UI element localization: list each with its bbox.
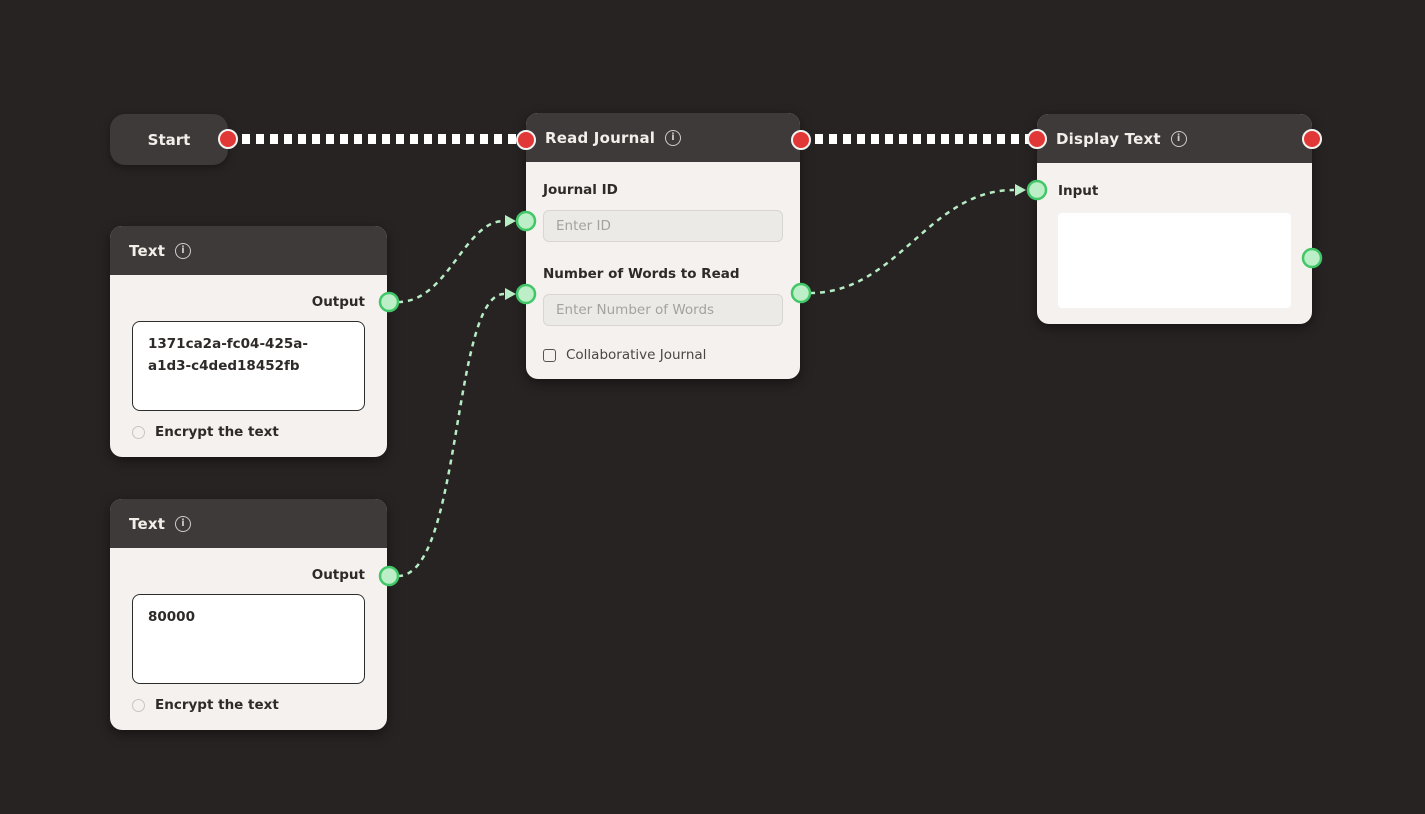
text-node-header[interactable]: Text i: [110, 499, 387, 548]
journal-id-label: Journal ID: [543, 182, 618, 198]
encrypt-label: Encrypt the text: [155, 424, 279, 440]
journal-id-input[interactable]: [543, 210, 783, 242]
encrypt-checkbox[interactable]: [132, 698, 145, 712]
info-icon[interactable]: i: [665, 129, 682, 146]
node-read-journal[interactable]: Read Journal i Journal ID Number of Word…: [526, 113, 800, 379]
info-icon[interactable]: i: [175, 515, 192, 532]
collaborative-journal-label: Collaborative Journal: [566, 347, 707, 363]
display-output-area: [1058, 213, 1291, 308]
collaborative-journal-row[interactable]: Collaborative Journal: [543, 347, 783, 363]
node-start[interactable]: Start: [110, 114, 228, 165]
text1-value-textarea[interactable]: 1371ca2a-fc04-425a-a1d3-c4ded18452fb: [132, 321, 365, 411]
arrowhead-icon: [1015, 184, 1026, 196]
read-journal-header[interactable]: Read Journal i: [526, 113, 800, 162]
node-display-text[interactable]: Display Text i Input: [1037, 114, 1312, 324]
encrypt-label: Encrypt the text: [155, 697, 279, 713]
start-node-label: Start: [147, 130, 191, 149]
display-input-label: Input: [1058, 183, 1099, 199]
encrypt-row[interactable]: Encrypt the text: [132, 424, 365, 440]
display-text-header[interactable]: Display Text i: [1037, 114, 1312, 163]
output-label: Output: [311, 294, 365, 310]
arrowhead-icon: [505, 288, 516, 300]
text-node-title: Text: [129, 241, 166, 260]
encrypt-row[interactable]: Encrypt the text: [132, 697, 365, 713]
encrypt-checkbox[interactable]: [132, 425, 145, 439]
edge-read-journal-to-display-input[interactable]: [809, 188, 1015, 295]
info-icon[interactable]: i: [175, 242, 192, 259]
display-text-title: Display Text: [1056, 129, 1161, 148]
arrowhead-icon: [505, 215, 516, 227]
text-node-title: Text: [129, 514, 166, 533]
node-text-2[interactable]: Text i Output 80000 Encrypt the text: [110, 499, 387, 730]
collaborative-journal-checkbox[interactable]: [543, 348, 556, 362]
edge-text2-to-num-words[interactable]: [397, 292, 505, 578]
text2-value-textarea[interactable]: 80000: [132, 594, 365, 684]
text1-body: Output 1371ca2a-fc04-425a-a1d3-c4ded1845…: [110, 275, 387, 457]
read-journal-title: Read Journal: [545, 128, 656, 147]
output-label: Output: [311, 567, 365, 583]
info-icon[interactable]: i: [1170, 130, 1187, 147]
num-words-label: Number of Words to Read: [543, 266, 740, 282]
text-node-header[interactable]: Text i: [110, 226, 387, 275]
read-journal-body: Journal ID Number of Words to Read Colla…: [526, 162, 800, 379]
display-text-body: Input: [1037, 163, 1312, 324]
node-text-1[interactable]: Text i Output 1371ca2a-fc04-425a-a1d3-c4…: [110, 226, 387, 457]
edge-text1-to-journal-id[interactable]: [397, 219, 505, 304]
num-words-input[interactable]: [543, 294, 783, 326]
text2-body: Output 80000 Encrypt the text: [110, 548, 387, 730]
